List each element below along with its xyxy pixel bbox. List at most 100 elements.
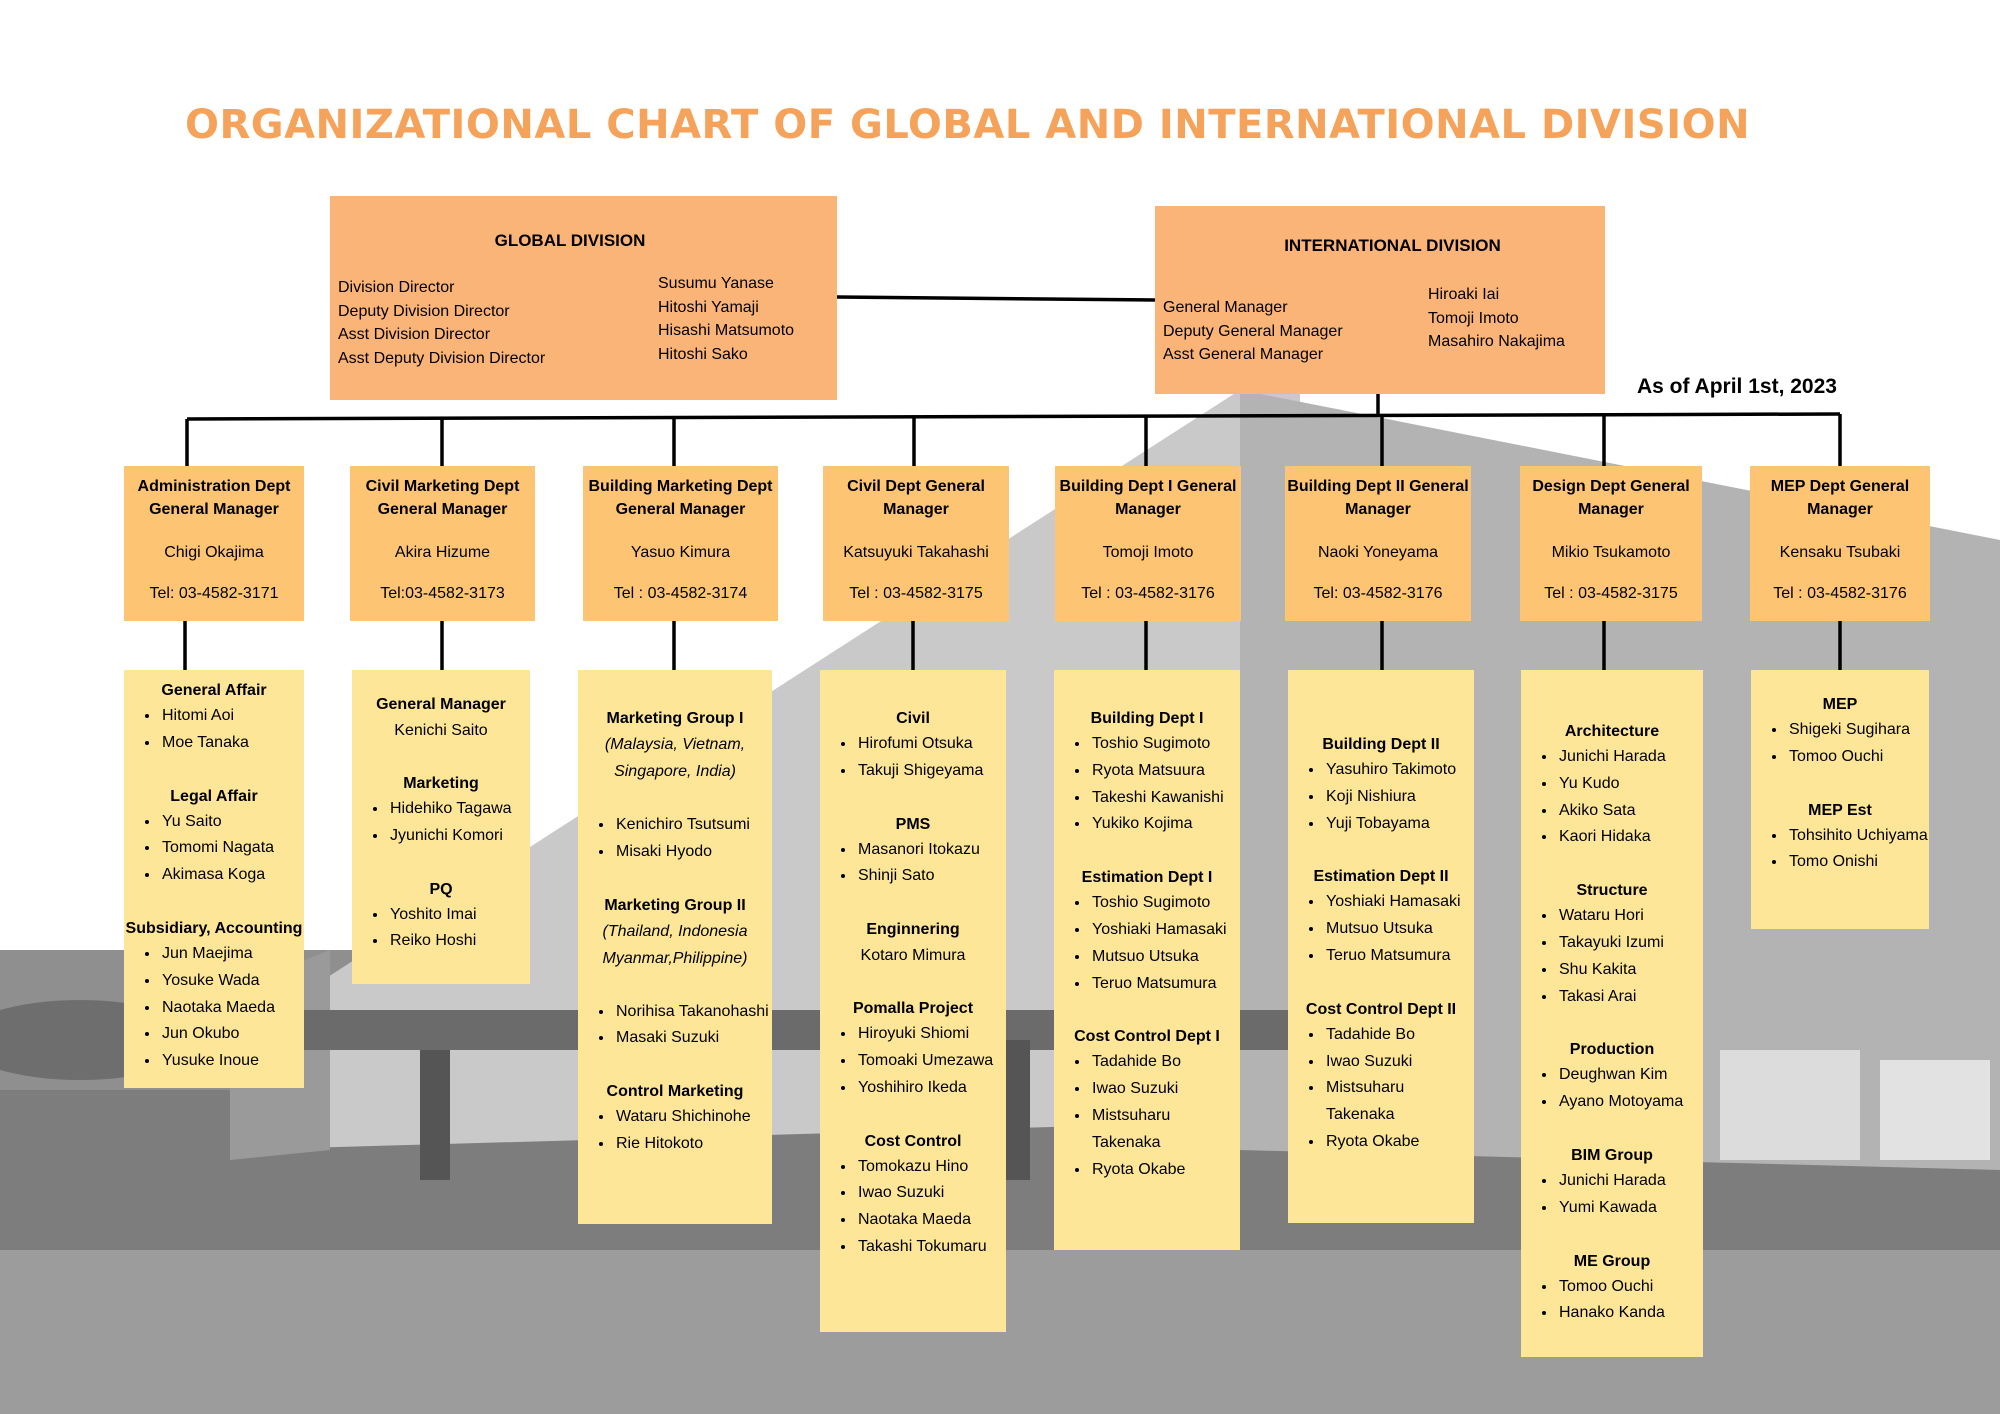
member-list-item: Yoshito Imai xyxy=(388,902,530,929)
member-list: Junichi HaradaYu KudoAkiko SataKaori Hid… xyxy=(1521,744,1703,851)
member-list: Junichi HaradaYumi Kawada xyxy=(1521,1168,1703,1222)
member-list-item: Hidehiko Tagawa xyxy=(388,796,530,823)
spacer xyxy=(1288,837,1474,864)
section-heading: Architecture xyxy=(1564,723,1660,740)
section-heading: Legal Affair xyxy=(170,787,258,805)
person-name: Susumu Yanase xyxy=(658,275,774,292)
as-of-date: As of April 1st, 2023 xyxy=(1637,375,1837,398)
international-roles: General Manager Deputy General Manager A… xyxy=(1163,296,1343,367)
spacer xyxy=(1751,771,1929,798)
member-list-item: Junichi Harada xyxy=(1557,744,1703,771)
member-list-item: Shu Kakita xyxy=(1557,957,1703,984)
member-list-item: Koji Nishiura xyxy=(1324,784,1474,811)
spacer xyxy=(1288,970,1474,997)
member-list-item: Teruo Matsumura xyxy=(1324,943,1474,970)
member-list: Deughwan KimAyano Motoyama xyxy=(1521,1062,1703,1116)
member-list-item: Yukiko Kojima xyxy=(1090,811,1240,838)
department-phone: Tel: 03-4582-3176 xyxy=(1313,585,1443,602)
member-list: Norihisa TakanohashiMasaki Suzuki xyxy=(578,999,772,1053)
member-list-item: Yuji Tobayama xyxy=(1324,811,1474,838)
member-list-item: Wataru Hori xyxy=(1557,903,1703,930)
global-names: Susumu Yanase Hitoshi Yamaji Hisashi Mat… xyxy=(658,272,794,366)
member-list: Wataru HoriTakayuki IzumiShu KakitaTakas… xyxy=(1521,903,1703,1010)
member-list-item: Akiko Sata xyxy=(1557,798,1703,825)
section-heading: Estimation Dept II xyxy=(1313,868,1449,886)
member-card: Building Dept IToshio SugimotoRyota Mats… xyxy=(1054,670,1240,1250)
member-list-item: Kaori Hidaka xyxy=(1557,824,1703,851)
member-list-item: Yu Saito xyxy=(160,809,304,836)
section-heading: Control Marketing xyxy=(606,1083,744,1101)
section-heading: Cost Control Dept II xyxy=(1305,1000,1457,1018)
member-list-item: Takayuki Izumi xyxy=(1557,930,1703,957)
spacer xyxy=(1054,997,1240,1024)
member-list-item: Ryota Okabe xyxy=(1090,1157,1240,1184)
section-heading: Enginnering xyxy=(866,921,960,939)
spacer xyxy=(1521,1010,1703,1037)
global-roles: Division Director Deputy Division Direct… xyxy=(338,276,545,370)
member-list-item: Masaki Suzuki xyxy=(614,1025,772,1052)
member-list-item: Yumi Kawada xyxy=(1557,1195,1703,1222)
member-list-item: Hitomi Aoi xyxy=(160,703,304,730)
member-list-item: Yusuke Inoue xyxy=(160,1048,304,1075)
member-list-item: Naotaka Maeda xyxy=(856,1207,1006,1234)
department-title: Design Dept General Manager xyxy=(1532,478,1690,518)
member-list-item: Tomoaki Umezawa xyxy=(856,1048,1006,1075)
section-heading: General Affair xyxy=(161,682,267,699)
person-name: Kotaro Mimura xyxy=(860,947,966,965)
department-phone: Tel : 03-4582-3174 xyxy=(613,585,748,602)
member-list-item: Rie Hitokoto xyxy=(614,1131,772,1158)
member-list-item: Yoshiaki Hamasaki xyxy=(1090,917,1240,944)
member-list-item: Moe Tanaka xyxy=(160,730,304,757)
section-heading: Estimation Dept I xyxy=(1081,869,1213,887)
global-division-title: GLOBAL DIVISION xyxy=(494,231,646,250)
spacer xyxy=(820,890,1006,917)
member-list-item: Shigeki Sugihara xyxy=(1787,717,1929,744)
spacer xyxy=(578,972,772,999)
section-heading: PMS xyxy=(895,815,931,833)
member-list: Hirofumi OtsukaTakuji Shigeyama xyxy=(820,731,1006,785)
section-heading: Civil xyxy=(896,710,930,727)
member-list: Kenichiro TsutsumiMisaki Hyodo xyxy=(578,812,772,866)
member-list: Hidehiko TagawaJyunichi Komori xyxy=(352,796,530,850)
member-list-item: Tadahide Bo xyxy=(1324,1022,1474,1049)
member-list: Hiroyuki ShiomiTomoaki UmezawaYoshihiro … xyxy=(820,1021,1006,1101)
person-name: Hitoshi Sako xyxy=(658,345,748,363)
chart-title: ORGANIZATIONAL CHART OF GLOBAL AND INTER… xyxy=(184,102,1751,148)
member-list-item: Jyunichi Komori xyxy=(388,823,530,850)
member-list-item: Ryota Matsuura xyxy=(1090,758,1240,785)
member-list-item: Takashi Tokumaru xyxy=(856,1234,1006,1261)
member-card: Building Dept IIYasuhiro TakimotoKoji Ni… xyxy=(1288,670,1474,1223)
spacer xyxy=(578,1052,772,1079)
person-name: Hisashi Matsumoto xyxy=(658,322,795,339)
spacer xyxy=(578,866,772,893)
spacer xyxy=(1521,1116,1703,1143)
member-list-item: Toshio Sugimoto xyxy=(1090,890,1240,917)
member-list-item: Misaki Hyodo xyxy=(614,839,772,866)
member-list: Tomoo OuchiHanako Kanda xyxy=(1521,1274,1703,1328)
section-heading: Production xyxy=(1569,1041,1655,1059)
member-list: Hitomi AoiMoe Tanaka xyxy=(124,703,304,757)
section-heading: MEP xyxy=(1822,696,1858,713)
member-card: CivilHirofumi OtsukaTakuji ShigeyamaPMSM… xyxy=(820,670,1006,1332)
department-phone: Tel : 03-4582-3175 xyxy=(849,585,983,602)
department-phone: Tel:03-4582-3173 xyxy=(380,585,505,602)
department-title: Building Dept I General Manager xyxy=(1059,478,1237,518)
section-heading: PQ xyxy=(429,880,453,898)
member-list-item: Yoshiaki Hamasaki xyxy=(1324,889,1474,916)
department-manager: Chigi Okajima xyxy=(164,544,264,561)
spacer xyxy=(352,744,530,771)
department-manager: Yasuo Kimura xyxy=(630,544,731,561)
member-list-item: Jun Maejima xyxy=(160,941,304,968)
member-list-item: Akimasa Koga xyxy=(160,862,304,889)
member-card: General AffairHitomi AoiMoe TanakaLegal … xyxy=(124,670,304,1088)
member-list-item: Hiroyuki Shiomi xyxy=(856,1021,1006,1048)
spacer xyxy=(124,757,304,784)
member-list-item: Toshio Sugimoto xyxy=(1090,731,1240,758)
spacer xyxy=(578,785,772,812)
section-heading: Marketing Group I xyxy=(606,710,744,727)
